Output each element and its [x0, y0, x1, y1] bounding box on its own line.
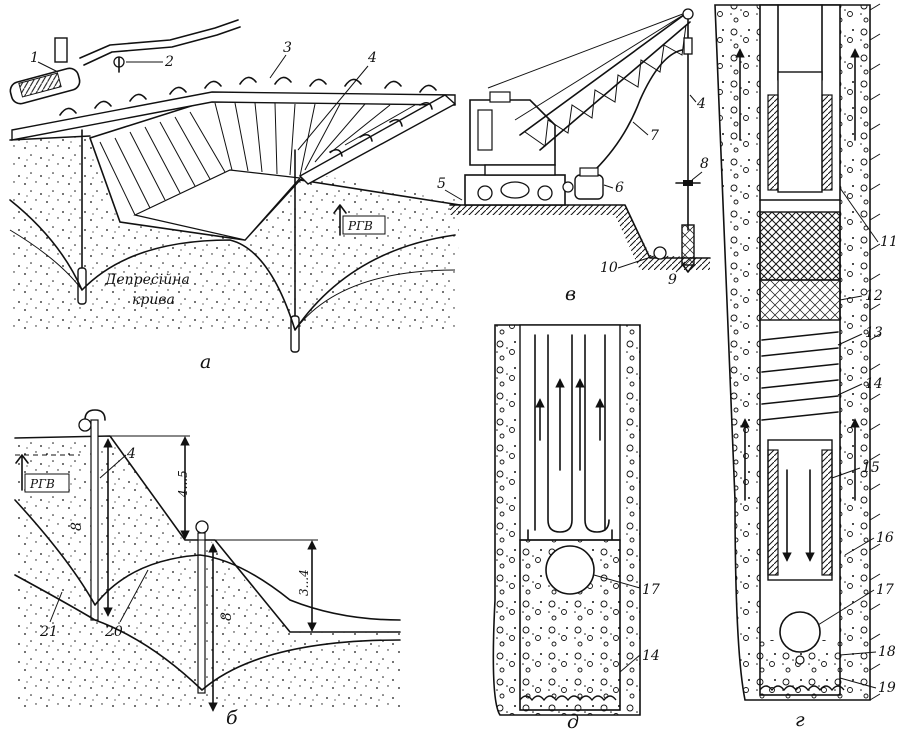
callout-g-15: 15: [862, 460, 880, 476]
water-level-label-a: РГВ: [347, 219, 373, 233]
callout-g-19: 19: [878, 680, 896, 696]
callout-v-9: 9: [668, 272, 677, 288]
discharge-pipe: [79, 19, 241, 66]
dim-step-label: 4...5: [176, 470, 190, 498]
callout-v-5: 5: [437, 176, 446, 192]
callout-g-16: 16: [876, 530, 894, 546]
ground-body-b: [15, 436, 400, 712]
panel-letter-v: в: [565, 283, 576, 305]
callout-a-1: 1: [30, 50, 39, 66]
swing-connections: [59, 76, 437, 157]
callout-a-3: 3: [283, 40, 292, 56]
ground-v: [450, 205, 710, 270]
panel-v: 4 5 6 7 8 9 10 в: [437, 8, 711, 305]
panel-a: РГВ 1 2 3 4 Депресійна крива а: [9, 19, 461, 373]
callout-g-11: 11: [880, 234, 898, 250]
callout-v-8: 8: [700, 156, 709, 172]
crane-boom: [487, 8, 694, 151]
depression-curve-b-21: [14, 574, 401, 691]
callout-b-4: 4: [126, 446, 136, 462]
depression-curve-a: [9, 199, 456, 331]
panel-letter-a: а: [200, 351, 211, 373]
water-level-marker-a: РГВ: [333, 204, 386, 236]
callout-a-2: 2: [164, 54, 174, 70]
suspended-wellpoint: [675, 18, 701, 273]
depression-curve-b-20: [14, 499, 401, 621]
pump-v: [562, 167, 604, 200]
callout-v-7: 7: [650, 128, 659, 144]
dim-depth-1: 8: [69, 522, 85, 531]
header-pipe: [11, 91, 456, 141]
header-pipe-right: [298, 94, 457, 185]
perforations: [761, 331, 839, 421]
callout-g-13: 13: [865, 325, 883, 341]
callout-g-17: 17: [876, 582, 894, 598]
callout-v-6: 6: [615, 180, 624, 196]
water-level-marker-b: РГВ: [15, 454, 70, 493]
pump-unit: [9, 37, 81, 105]
depression-curve-label-2: крива: [132, 292, 175, 308]
callout-b-20: 20: [104, 624, 123, 640]
dimension-bench: 3...4: [215, 539, 318, 633]
panel-letter-d: д: [567, 711, 579, 730]
callout-v-4: 4: [696, 96, 706, 112]
callout-d-17: 17: [642, 582, 660, 598]
valve: [113, 56, 125, 73]
callout-g-18: 18: [878, 644, 896, 660]
depression-curve-label-1: Депресійна: [104, 272, 190, 288]
ground-surface-a: [9, 135, 91, 141]
wellpoint-lower-b: 8: [195, 520, 235, 712]
dimension-step: 4...5: [110, 435, 218, 541]
callout-b-21: 21: [39, 624, 58, 640]
callout-d-14: 14: [642, 648, 660, 664]
water-hose: [594, 49, 683, 171]
pit-bottom: [133, 169, 302, 241]
dim-depth-2: 8: [219, 612, 235, 621]
dim-bench-label: 3...4: [297, 569, 311, 596]
panel-letter-g: г: [795, 709, 805, 730]
callout-g-14: 14: [865, 376, 883, 392]
callout-v-10: 10: [600, 260, 618, 276]
panel-letter-b: б: [226, 707, 238, 729]
panel-b: РГВ 8 8 4...5 3...4: [14, 409, 401, 729]
panel-d: 17 14 д: [492, 324, 660, 730]
panel-g: 11 12 13 14 15 16 17 18 19 г: [714, 3, 898, 730]
crane: [464, 91, 566, 206]
callout-a-4: 4: [367, 50, 377, 66]
callout-g-12: 12: [865, 288, 883, 304]
water-level-label-b: РГВ: [29, 477, 55, 491]
